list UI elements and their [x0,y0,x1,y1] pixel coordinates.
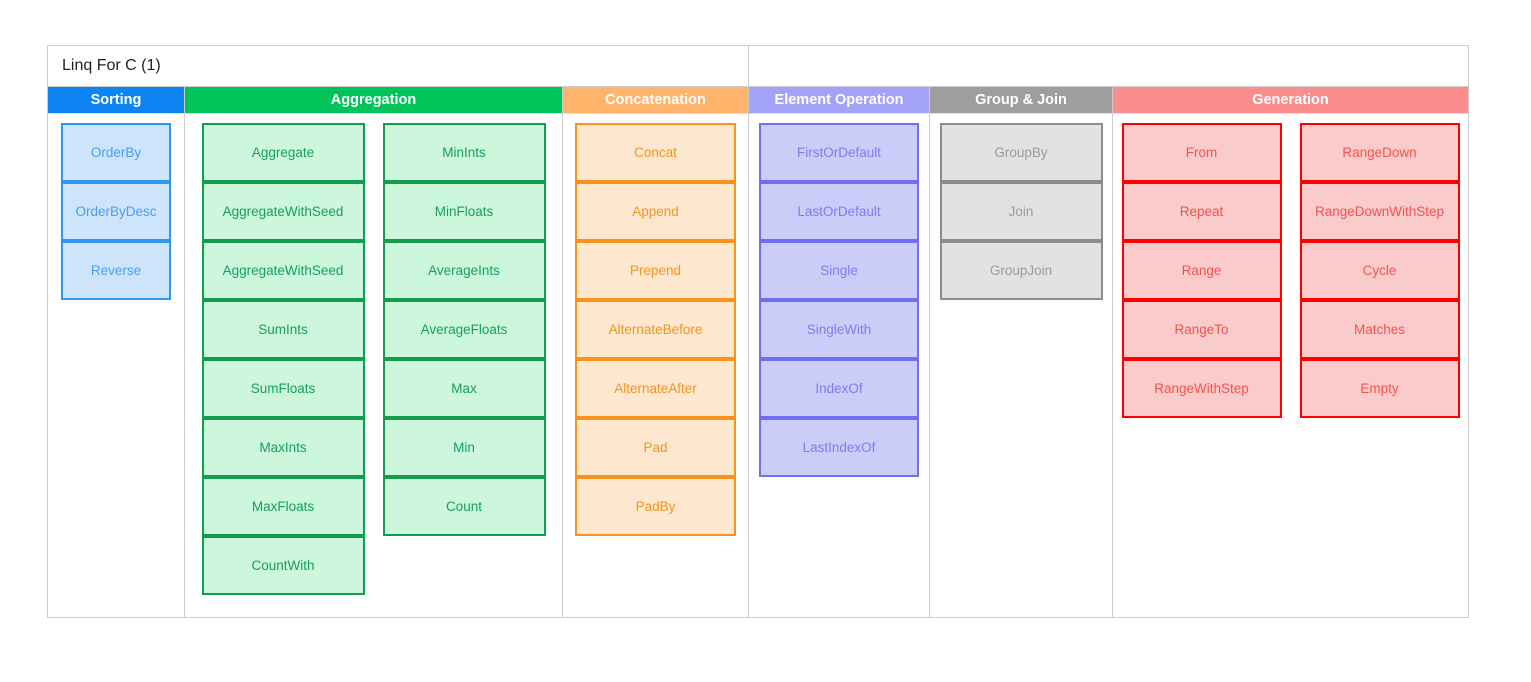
operation-cell[interactable]: Aggregate [201,123,365,182]
operation-cell[interactable]: AlternateAfter [575,359,736,418]
operation-cell[interactable]: Prepend [575,241,736,300]
operation-cell[interactable]: Range [1121,241,1282,300]
column-header-generation: Generation [1113,87,1468,114]
operation-cell[interactable]: Empty [1299,359,1460,418]
operation-cell[interactable]: Single [759,241,919,300]
operation-cell[interactable]: Append [575,182,736,241]
column-header-sorting: Sorting [48,87,184,114]
operation-cell[interactable]: Cycle [1299,241,1460,300]
operation-cell[interactable]: AlternateBefore [575,300,736,359]
column-header-aggregation: Aggregation [185,87,562,114]
operation-cell[interactable]: LastIndexOf [759,418,919,477]
operation-cell[interactable]: Max [382,359,546,418]
operation-cell[interactable]: GroupBy [939,123,1103,182]
operation-cell[interactable]: Matches [1299,300,1460,359]
operation-cell[interactable]: Reverse [61,241,171,300]
operation-cell[interactable]: SumInts [201,300,365,359]
board-title-spacer [749,46,1468,87]
operation-cell[interactable]: Join [939,182,1103,241]
operation-cell[interactable]: Pad [575,418,736,477]
operation-cell[interactable]: GroupJoin [939,241,1103,300]
operation-cell[interactable]: Min [382,418,546,477]
operation-cell[interactable]: MinFloats [382,182,546,241]
operation-cell[interactable]: AverageInts [382,241,546,300]
operation-cell[interactable]: Repeat [1121,182,1282,241]
operation-cell[interactable]: FirstOrDefault [759,123,919,182]
operation-cell[interactable]: RangeTo [1121,300,1282,359]
operation-cell[interactable]: PadBy [575,477,736,536]
operation-cell[interactable]: MaxInts [201,418,365,477]
operation-cell[interactable]: RangeWithStep [1121,359,1282,418]
column-header-group-join: Group & Join [930,87,1112,114]
operation-cell[interactable]: SumFloats [201,359,365,418]
operation-cell[interactable]: OrderBy [61,123,171,182]
board-title: Linq For C (1) [48,46,749,87]
operation-cell[interactable]: LastOrDefault [759,182,919,241]
board-title-row: Linq For C (1) [48,46,1468,87]
operation-cell[interactable]: OrderByDesc [61,182,171,241]
operation-cell[interactable]: MinInts [382,123,546,182]
operation-cell[interactable]: AggregateWithSeed [201,182,365,241]
operation-cell[interactable]: RangeDownWithStep [1299,182,1460,241]
operation-cell[interactable]: AggregateWithSeed [201,241,365,300]
operation-cell[interactable]: CountWith [201,536,365,595]
column-header-concatenation: Concatenation [563,87,748,114]
column-header-element-operation: Element Operation [749,87,929,114]
operation-cell[interactable]: From [1121,123,1282,182]
operation-cell[interactable]: RangeDown [1299,123,1460,182]
operation-cell[interactable]: AverageFloats [382,300,546,359]
operation-cell[interactable]: Concat [575,123,736,182]
operation-cell[interactable]: MaxFloats [201,477,365,536]
operation-cell[interactable]: SingleWith [759,300,919,359]
operation-cell[interactable]: Count [382,477,546,536]
board-title-text: Linq For C (1) [62,57,161,74]
operation-cell[interactable]: IndexOf [759,359,919,418]
